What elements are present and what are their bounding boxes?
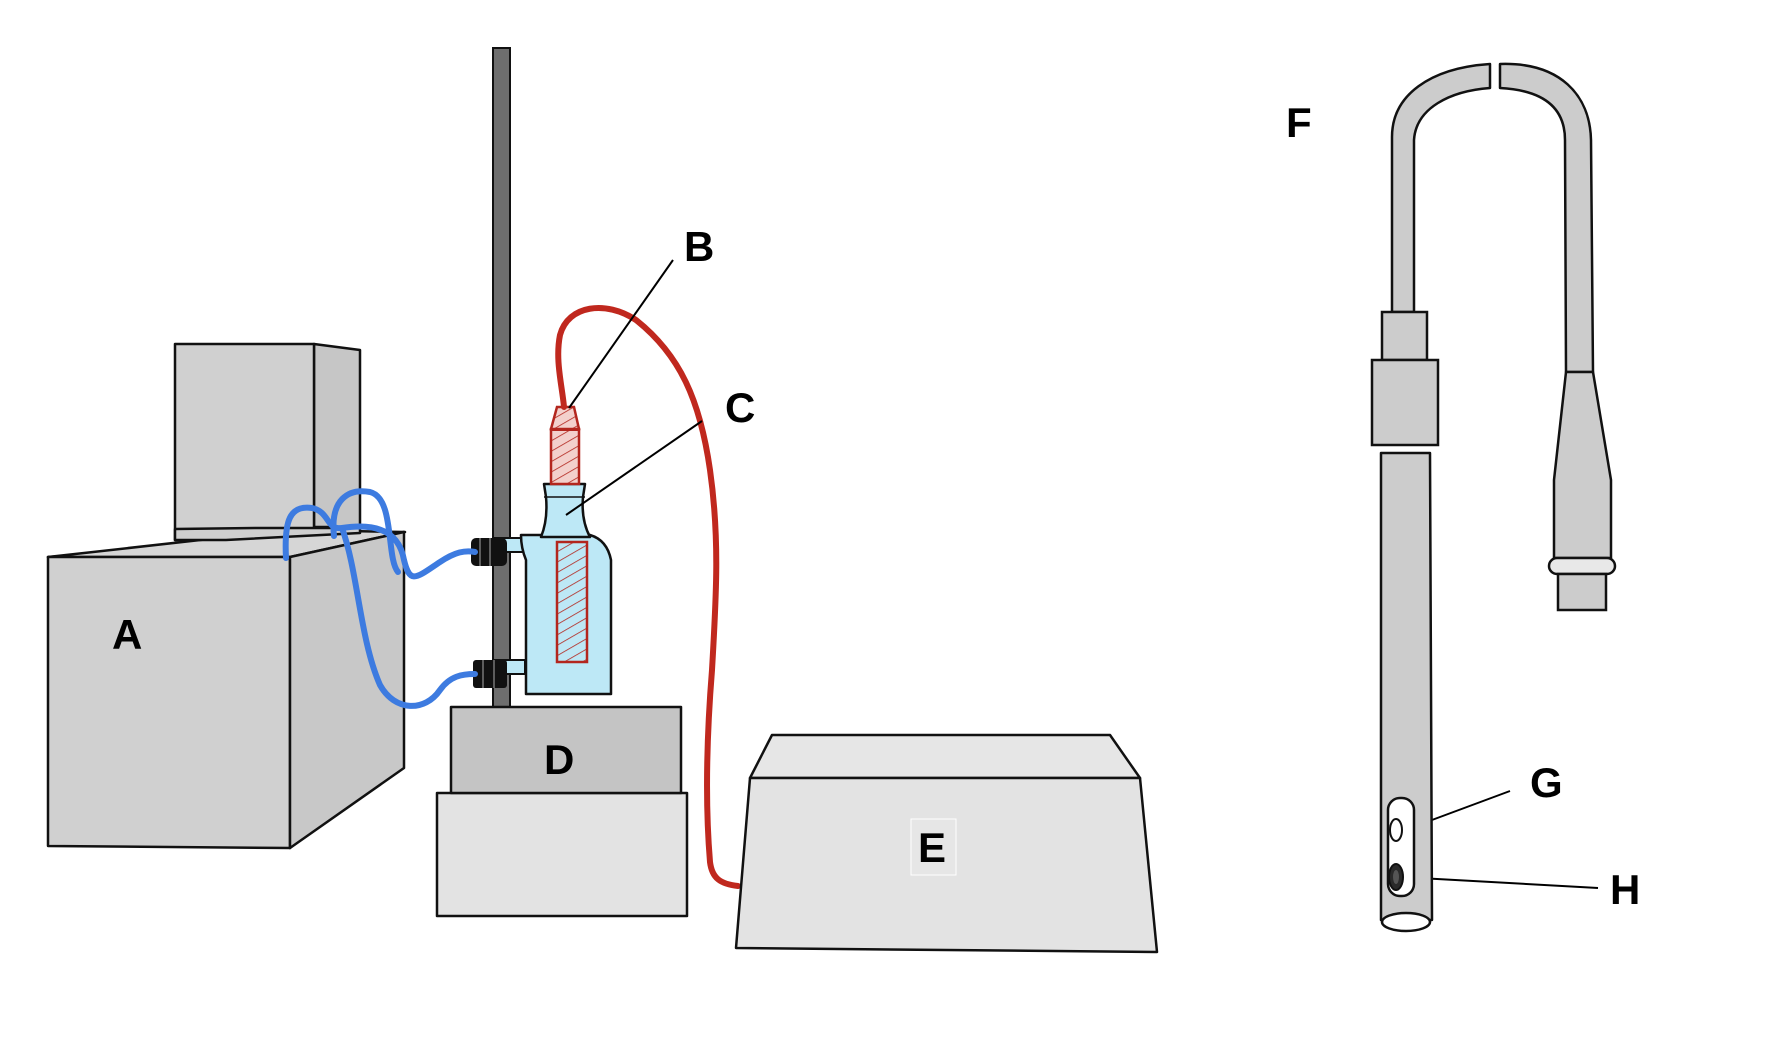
electrode-b-stem-hatch [551,429,579,484]
label-e: E [918,824,946,871]
probe-f [1370,62,1617,933]
label-f: F [1286,99,1312,146]
probe-f-hook-left [1390,62,1492,314]
leader-c [565,420,703,516]
label-d: D [544,736,574,783]
label-g: G [1530,759,1563,806]
unit-a-front-face [46,555,292,850]
unit-d: D [435,705,689,918]
coolant-tube-3 [339,525,478,709]
coolant-tube-2 [330,488,401,575]
unit-a-top-box-base [173,526,362,542]
unit-e-label-box [910,818,957,876]
unit-e-top [748,733,1142,780]
sensor-g [1389,818,1403,842]
sensor-h-inner [1393,870,1399,884]
unit-a-side-face [288,530,406,850]
probe-f-handle [1552,370,1613,560]
vessel-neck [539,482,592,539]
coolant-tubes [282,488,478,709]
connector-lower [473,660,507,688]
unit-d-base [435,791,689,918]
unit-a: A [46,342,407,850]
stand-rod [492,47,511,709]
label-b: B [684,223,714,270]
probe-f-collar-small [1380,310,1429,362]
probe-f-shaft-end [1380,911,1432,933]
coolant-tube-1 [282,504,478,580]
leader-b [568,259,674,409]
unit-d-top [449,705,683,795]
electrode-b-tip-hatch [551,407,579,429]
label-a: A [112,611,142,658]
vessel [494,482,613,696]
tube-connectors [471,538,507,688]
probe-f-handle-end [1556,572,1608,612]
label-c: C [725,384,755,431]
electrode-b-inner [555,540,589,664]
probe-f-hook-right [1498,62,1595,374]
probe-f-collar-large [1370,358,1440,447]
unit-e: E [734,733,1159,954]
electrode-cable [555,305,741,889]
label-h: H [1610,866,1640,913]
leader-h [1400,876,1599,889]
probe-f-handle-ring [1547,556,1617,576]
unit-a-top-box-side [312,342,362,529]
electrode-b [549,405,589,664]
